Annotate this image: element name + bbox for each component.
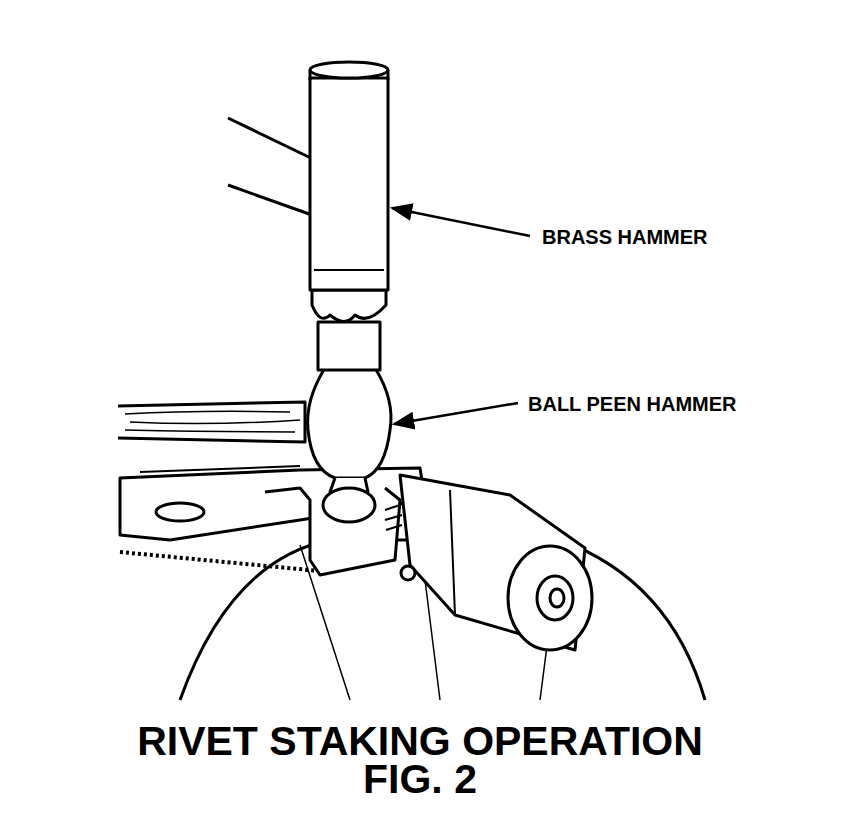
part-label: BRASS HAMMER bbox=[542, 225, 708, 249]
brass-handle bbox=[228, 118, 315, 215]
screw bbox=[401, 566, 415, 580]
motor-seam bbox=[450, 490, 455, 615]
leader-line bbox=[392, 208, 530, 236]
gear-teeth bbox=[385, 505, 402, 530]
brass-face bbox=[318, 322, 380, 370]
part-label: BALL PEEN HAMMER bbox=[528, 392, 737, 416]
bracket bbox=[265, 488, 400, 575]
ball-peen-ball bbox=[323, 488, 375, 522]
blade bbox=[140, 466, 300, 472]
brass-head bbox=[310, 78, 388, 290]
figure-caption: RIVET STAKING OPERATION FIG. 2 bbox=[110, 722, 730, 798]
leader-line bbox=[394, 403, 518, 424]
brass-top-edge bbox=[310, 70, 388, 80]
motor-end bbox=[508, 546, 592, 650]
brass-top bbox=[310, 62, 388, 78]
chain bbox=[120, 552, 330, 572]
brass-band bbox=[314, 269, 384, 271]
motor-shaft bbox=[550, 589, 564, 607]
motor-boss bbox=[537, 576, 573, 620]
wood-handle bbox=[118, 402, 305, 442]
brass-collar bbox=[312, 290, 386, 322]
ball-peen-head bbox=[308, 368, 391, 478]
wood-grain bbox=[125, 411, 300, 432]
plate-hole bbox=[156, 503, 204, 521]
